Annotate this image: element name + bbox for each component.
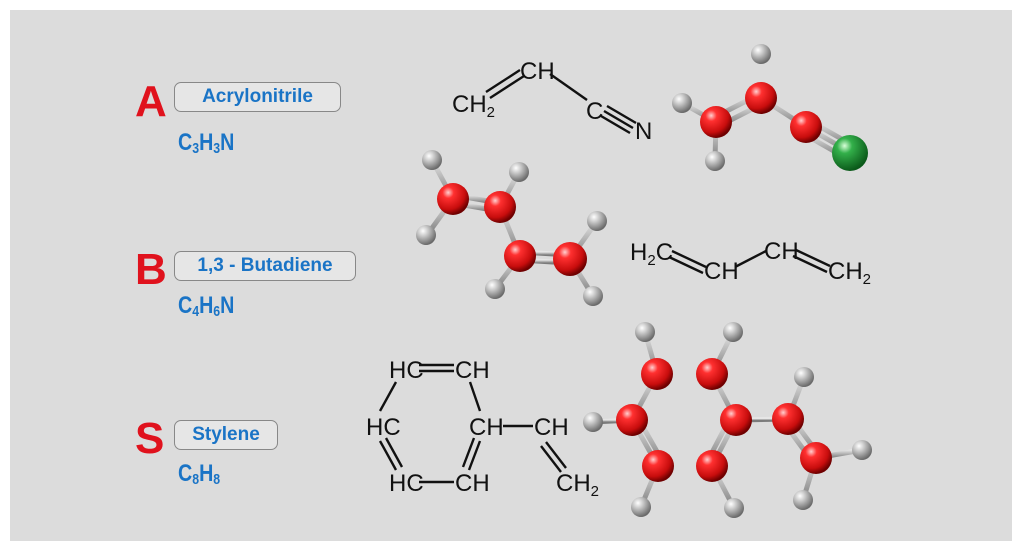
atom-label-ch-bottom: CH bbox=[455, 470, 490, 497]
compound-formula-b: C4H6N bbox=[178, 292, 235, 321]
carbon-atom bbox=[700, 106, 732, 138]
styrene-bonds bbox=[378, 363, 567, 484]
hydrogen-atom bbox=[723, 322, 743, 342]
butadiene-model bbox=[416, 150, 607, 306]
hydrogen-atom bbox=[631, 497, 651, 517]
hydrogen-atom bbox=[587, 211, 607, 231]
carbon-atom bbox=[641, 358, 673, 390]
carbon-atom bbox=[504, 240, 536, 272]
compound-letter-b: B bbox=[135, 245, 167, 294]
carbon-atom bbox=[553, 242, 587, 276]
atom-label-hc-top: HC bbox=[389, 357, 424, 384]
compound-letter-s: S bbox=[135, 414, 165, 463]
compound-formula-s: C8H8 bbox=[178, 460, 221, 489]
carbon-atom bbox=[790, 111, 822, 143]
hydrogen-atom bbox=[793, 490, 813, 510]
compound-formula-a: C3H3N bbox=[178, 129, 235, 158]
compound-letter-a: A bbox=[135, 77, 167, 126]
atom-label-ch-right: CH bbox=[469, 414, 504, 441]
hydrogen-atom bbox=[485, 279, 505, 299]
acrylonitrile-bonds bbox=[485, 68, 637, 135]
hydrogen-atom bbox=[672, 93, 692, 113]
hydrogen-atom bbox=[416, 225, 436, 245]
compound-name-styrene: Stylene bbox=[174, 420, 278, 450]
atom-label-ch: CH bbox=[520, 58, 555, 85]
carbon-atom bbox=[745, 82, 777, 114]
butadiene-bonds bbox=[668, 248, 831, 275]
carbon-atom bbox=[696, 358, 728, 390]
carbon-atom bbox=[696, 450, 728, 482]
atom-label-ch2-end: CH2 bbox=[828, 258, 871, 288]
nitrogen-atom bbox=[832, 135, 868, 171]
hydrogen-atom bbox=[751, 44, 771, 64]
hydrogen-atom bbox=[724, 498, 744, 518]
atom-label-ch-1: CH bbox=[704, 258, 739, 285]
styrene-model bbox=[583, 322, 872, 518]
styrene-structure: HC CH HC CH HC CH CH CH2 bbox=[366, 357, 599, 500]
acrylonitrile-structure: CH2 CH C N bbox=[452, 58, 652, 145]
carbon-atom bbox=[642, 450, 674, 482]
carbon-atom bbox=[772, 403, 804, 435]
hydrogen-atom bbox=[583, 412, 603, 432]
atom-label-vinyl-ch2: CH2 bbox=[556, 470, 599, 500]
hydrogen-atom bbox=[852, 440, 872, 460]
compound-name-butadiene: 1,3 - Butadiene bbox=[174, 251, 356, 281]
atom-label-hc-bottom: HC bbox=[389, 470, 424, 497]
compound-name-acrylonitrile: Acrylonitrile bbox=[174, 82, 341, 112]
atom-label-h2c: H2C bbox=[630, 239, 673, 269]
carbon-atom bbox=[616, 404, 648, 436]
hydrogen-atom bbox=[705, 151, 725, 171]
atom-label-ch-top: CH bbox=[455, 357, 490, 384]
hydrogen-atom bbox=[422, 150, 442, 170]
hydrogen-atom bbox=[635, 322, 655, 342]
carbon-atom bbox=[437, 183, 469, 215]
atom-label-n: N bbox=[635, 118, 652, 145]
carbon-atom bbox=[720, 404, 752, 436]
carbon-atom bbox=[484, 191, 516, 223]
butadiene-structure: H2C CH CH CH2 bbox=[630, 238, 871, 288]
atom-label-hc-left: HC bbox=[366, 414, 401, 441]
atom-label-vinyl-ch: CH bbox=[534, 414, 569, 441]
carbon-atom bbox=[800, 442, 832, 474]
hydrogen-atom bbox=[509, 162, 529, 182]
hydrogen-atom bbox=[583, 286, 603, 306]
atom-label-c: C bbox=[586, 98, 603, 125]
hydrogen-atom bbox=[794, 367, 814, 387]
atom-label-ch2: CH2 bbox=[452, 91, 495, 121]
atom-label-ch-2: CH bbox=[764, 238, 799, 265]
acrylonitrile-model bbox=[672, 44, 868, 171]
